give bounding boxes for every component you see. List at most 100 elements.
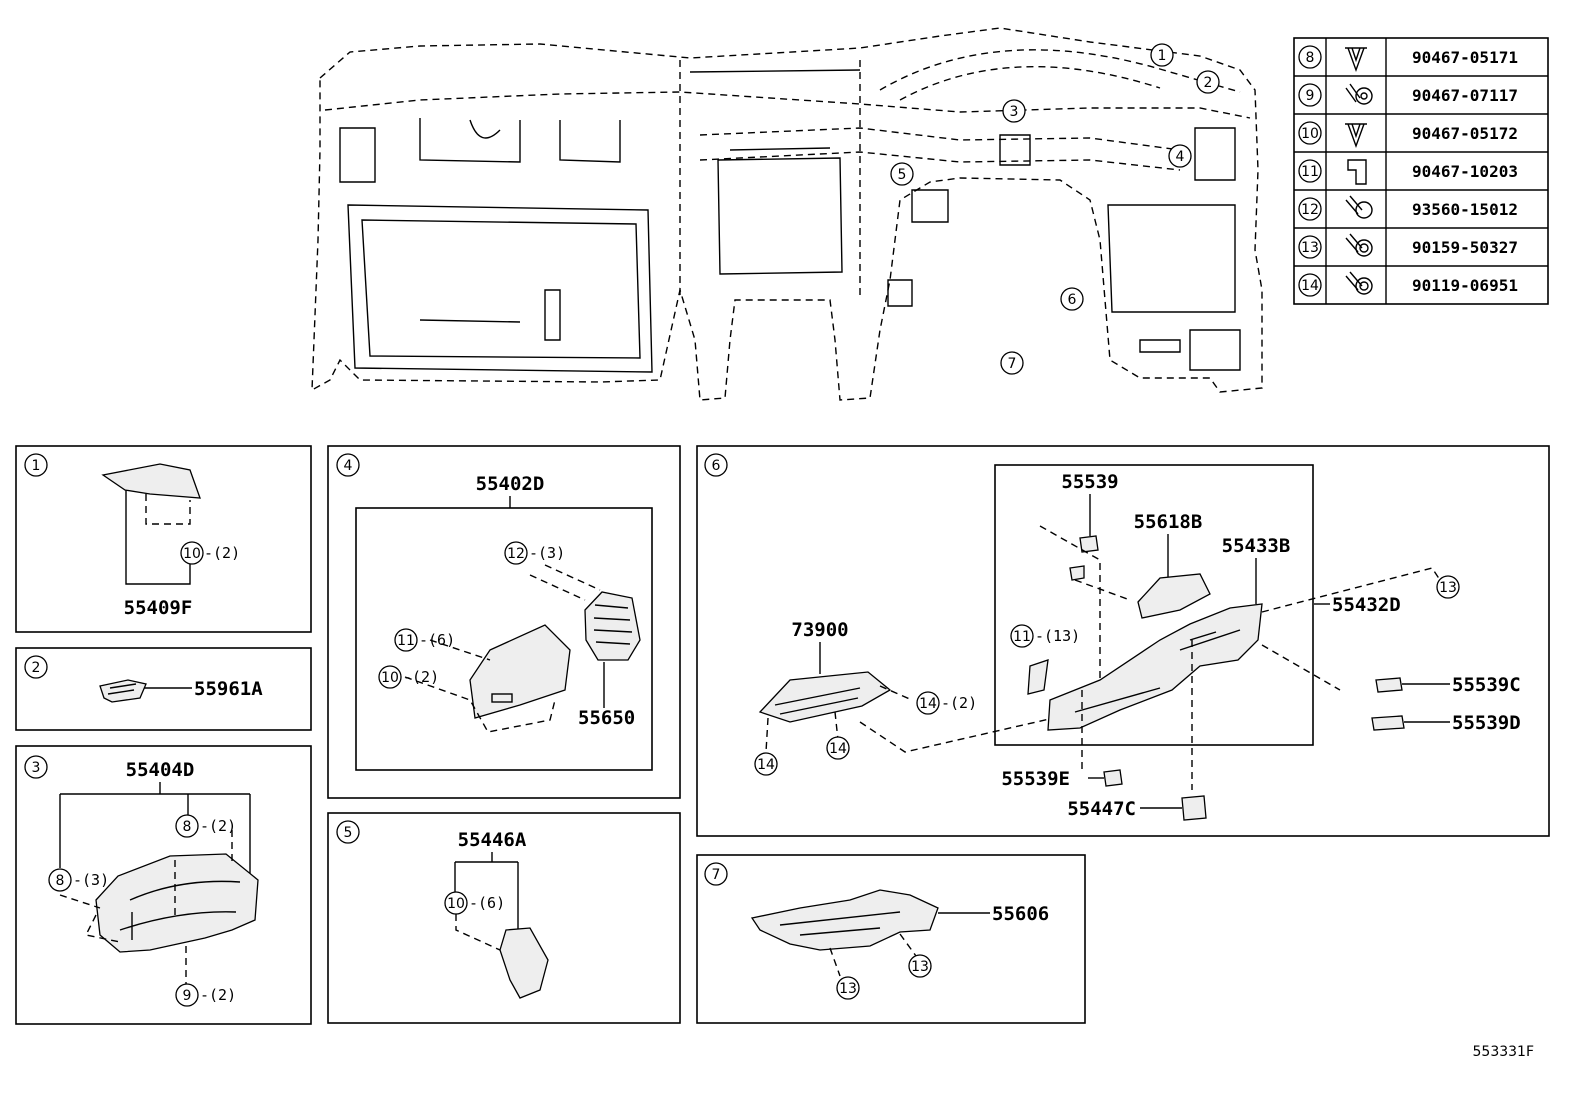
detail-panel-4: 4 55402D 12 -(3) 11 -(6) 10 -(2) 55650: [327, 445, 681, 799]
fastener-table: 8 90467-05171 9 90467-07117 10 90467-051…: [1293, 37, 1549, 305]
part-number-label: 55539C: [1452, 674, 1521, 696]
callout-1-label: 1: [1158, 48, 1167, 64]
part-number-label: 73900: [791, 619, 848, 641]
callout-ref: 12: [507, 546, 525, 562]
part-number-label: 55539D: [1452, 712, 1521, 734]
overview-callout: 1 2 3 4 5 6 7: [890, 43, 1220, 375]
callout-ref: 14: [829, 741, 847, 757]
callout-ref: 9: [183, 988, 192, 1004]
part-number-label: 55432D: [1332, 594, 1401, 616]
retainer-clip-icon: [1347, 159, 1367, 185]
table-ref: 12: [1301, 202, 1319, 218]
callout-ref: 11: [397, 633, 415, 649]
part-number-label: 55606: [992, 903, 1049, 925]
table-ref: 10: [1301, 126, 1319, 142]
quantity-label: -(6): [419, 631, 455, 649]
table-row: 12 93560-15012: [1298, 195, 1518, 221]
push-rivet-icon: [1345, 83, 1373, 105]
panel-number: 5: [344, 825, 353, 841]
table-row: 13 90159-50327: [1298, 233, 1518, 259]
callout-3-label: 3: [1010, 104, 1019, 120]
screw-icon: [1345, 195, 1373, 219]
detail-panel-7: 7 55606 13 13: [696, 854, 1086, 1024]
part-number-label: 55618B: [1134, 511, 1203, 533]
table-part-number: 90119-06951: [1412, 276, 1518, 295]
callout-ref: 10: [381, 670, 399, 686]
callout-7-label: 7: [1008, 356, 1017, 372]
detail-panel-3: 3 55404D 8 -(2) 8 -(3) 9 -(2): [15, 745, 312, 1025]
detail-panel-2: 2 55961A: [15, 647, 312, 731]
callout-ref: 13: [1439, 580, 1457, 596]
detail-panel-6: 6 73900 14 -(2) 14 14 55539 55618B 55433…: [696, 445, 1550, 837]
callout-ref: 14: [757, 757, 775, 773]
instrument-panel-overview: 1 2 3 4 5 6 7: [311, 27, 1263, 401]
table-row: 14 90119-06951: [1298, 271, 1518, 297]
callout-ref: 11: [1013, 629, 1031, 645]
under-cover-part: [750, 889, 939, 951]
callout-4-label: 4: [1176, 149, 1185, 165]
quantity-label: -(6): [469, 894, 505, 912]
part-number-label: 55404D: [126, 759, 195, 781]
table-row: 11 90467-10203: [1298, 159, 1518, 185]
callout-ref: 14: [919, 696, 937, 712]
quantity-label: -(3): [529, 544, 565, 562]
switch-hole-cover-part: [1375, 677, 1403, 693]
clip-icon: [1345, 123, 1367, 149]
part-number-label: 55961A: [194, 678, 263, 700]
cluster-finish-panel-part: [95, 853, 259, 953]
clip-icon: [1345, 47, 1367, 73]
screw-part: [1069, 565, 1085, 581]
part-number-label: 55539E: [1001, 768, 1070, 790]
table-part-number: 90467-05172: [1412, 124, 1518, 143]
panel-number: 3: [32, 760, 41, 776]
panel-number: 6: [712, 458, 721, 474]
quantity-label: -(2): [200, 986, 236, 1004]
table-part-number: 90467-05171: [1412, 48, 1518, 67]
table-ref: 11: [1301, 164, 1319, 180]
panel-number: 7: [712, 867, 721, 883]
table-part-number: 93560-15012: [1412, 200, 1518, 219]
table-row: 9 90467-07117: [1298, 83, 1518, 107]
switch-hole-cover-part: [1371, 715, 1405, 731]
callout-6-label: 6: [1068, 292, 1077, 308]
quantity-label: -(2): [200, 817, 236, 835]
lower-bracket-part: [758, 671, 892, 723]
lower-instrument-panel-part: [1047, 603, 1263, 731]
part-number-label: 55539: [1061, 471, 1118, 493]
table-ref: 14: [1301, 278, 1319, 294]
table-row: 10 90467-05172: [1298, 121, 1518, 149]
callout-ref: 10: [447, 896, 465, 912]
callout-ref: 8: [183, 819, 192, 835]
callout-2-label: 2: [1204, 75, 1213, 91]
part-number-label: 55402D: [476, 473, 545, 495]
part-number-label: 55433B: [1222, 535, 1291, 557]
connector-part: [1181, 795, 1207, 821]
part-number-label: 55446A: [458, 829, 527, 851]
callout-5-label: 5: [898, 167, 907, 183]
callout-ref: 8: [56, 873, 65, 889]
quantity-label: -(2): [941, 694, 977, 712]
bracket-part: [469, 624, 571, 719]
detail-panel-1: 1 10 -(2) 55409F: [15, 445, 312, 633]
bolt-icon: [1345, 271, 1373, 295]
panel-number: 1: [32, 458, 41, 474]
switch-base-part: [1103, 769, 1123, 787]
table-row: 8 90467-05171: [1298, 45, 1518, 73]
table-part-number: 90467-07117: [1412, 86, 1518, 105]
quantity-label: -(3): [73, 871, 109, 889]
quantity-label: -(2): [204, 544, 240, 562]
table-part-number: 90159-50327: [1412, 238, 1518, 257]
side-cover-part: [101, 463, 201, 499]
table-part-number: 90467-10203: [1412, 162, 1518, 181]
quantity-label: -(13): [1035, 627, 1080, 645]
lower-trim-part: [499, 927, 549, 999]
switch-base-part: [1079, 535, 1099, 553]
panel-number: 4: [344, 458, 353, 474]
register-vent-part: [584, 591, 641, 661]
knee-panel-sub-part: [1137, 573, 1211, 619]
table-ref: 9: [1306, 88, 1315, 104]
quantity-label: -(2): [403, 668, 439, 686]
callout-ref: 13: [839, 981, 857, 997]
figure-code: 553331F: [1473, 1044, 1535, 1060]
